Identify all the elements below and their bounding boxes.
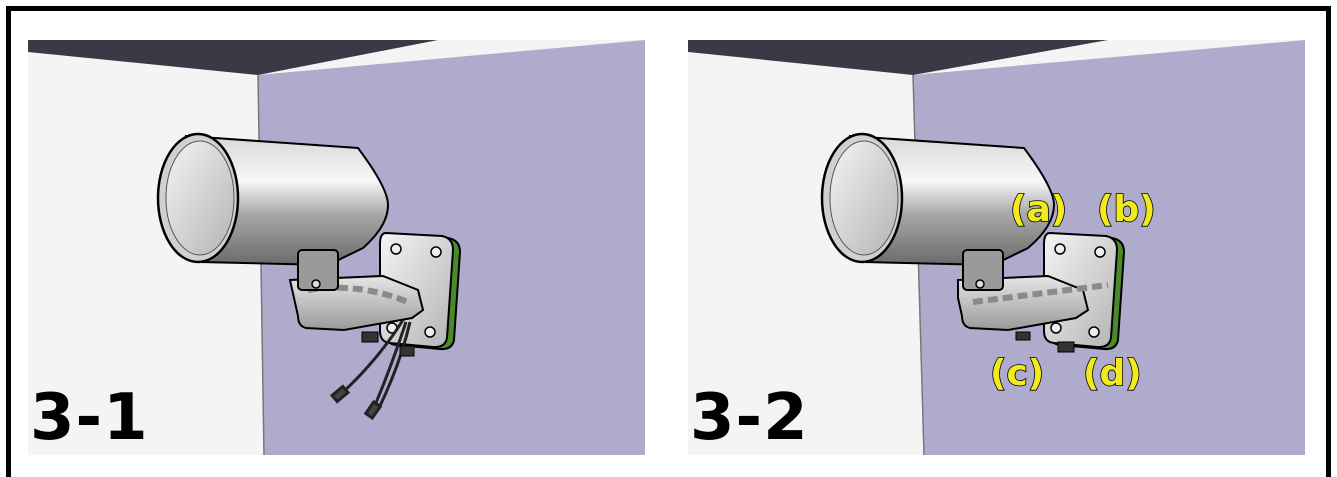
callout-d: (d) <box>1082 353 1142 394</box>
step-panel-3-2: (a) (b) (c) (d) 3-2 <box>688 40 1305 455</box>
ceiling <box>688 40 1108 75</box>
screw-icon <box>361 331 415 357</box>
speaker-housing-icon <box>156 132 390 291</box>
wall-corner-scene <box>688 40 1305 455</box>
ceiling <box>28 40 438 75</box>
callout-c: (c) <box>989 353 1045 394</box>
step-panel-3-1: 3-1 <box>28 40 645 455</box>
speaker-housing-icon <box>820 132 1056 291</box>
callout-a: (a) <box>1009 189 1068 230</box>
callout-b: (b) <box>1096 189 1156 230</box>
figure-frame <box>6 6 1331 477</box>
step-number: 3-1 <box>30 381 149 455</box>
screw-icon <box>1015 331 1075 353</box>
cable-icon <box>329 319 412 421</box>
wall-corner-scene <box>28 40 645 455</box>
step-number: 3-2 <box>690 381 809 455</box>
